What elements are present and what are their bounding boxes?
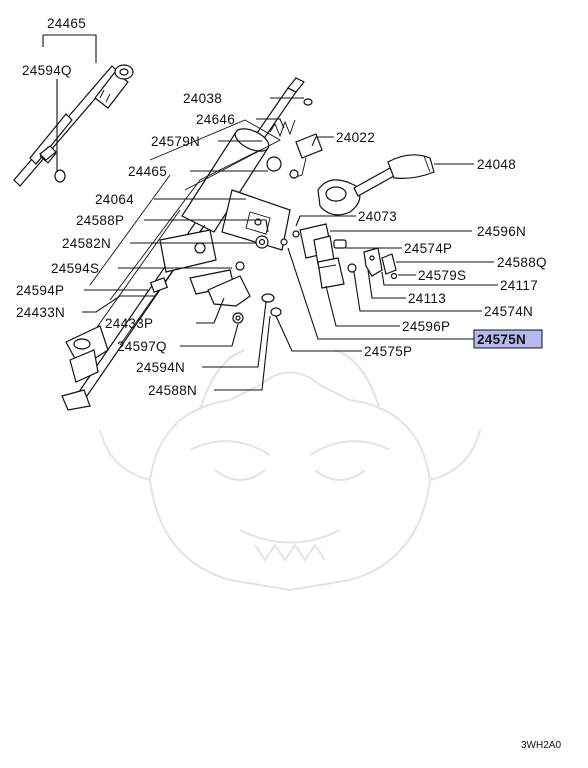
- watermark-logo: [99, 349, 481, 592]
- label-24575P[interactable]: 24575P: [364, 344, 412, 359]
- shift-bracket-assembly-part: [299, 223, 398, 289]
- label-24594N[interactable]: 24594N: [136, 360, 185, 375]
- leader-lines: [82, 97, 498, 391]
- intermediate-shaft-part: [13, 64, 134, 187]
- switch-24022-part: [289, 133, 323, 179]
- label-24646[interactable]: 24646: [196, 112, 235, 127]
- label-24574N[interactable]: 24574N: [484, 304, 533, 319]
- label-24579S[interactable]: 24579S: [418, 268, 466, 283]
- label-24465-mid[interactable]: 24465: [128, 164, 167, 179]
- label-24588P[interactable]: 24588P: [76, 213, 124, 228]
- label-24596P[interactable]: 24596P: [402, 319, 450, 334]
- label-24596N[interactable]: 24596N: [477, 224, 526, 239]
- label-24594P[interactable]: 24594P: [16, 283, 64, 298]
- shift-lever-24048-part: [317, 154, 435, 216]
- label-24117[interactable]: 24117: [500, 278, 538, 293]
- diagram-code: 3WH2A0: [521, 740, 561, 751]
- label-24588Q[interactable]: 24588Q: [497, 255, 547, 270]
- label-24038[interactable]: 24038: [183, 91, 222, 106]
- leader-24465-top: [42, 34, 97, 172]
- label-24574P[interactable]: 24574P: [404, 241, 452, 256]
- label-24594S[interactable]: 24594S: [51, 261, 99, 276]
- label-24465-top[interactable]: 24465: [47, 16, 86, 31]
- label-24064[interactable]: 24064: [95, 192, 134, 207]
- label-24022[interactable]: 24022: [336, 130, 375, 145]
- label-24113[interactable]: 24113: [408, 291, 446, 306]
- label-24582N[interactable]: 24582N: [62, 236, 111, 251]
- label-24433P[interactable]: 24433P: [105, 316, 153, 331]
- label-24048[interactable]: 24048: [477, 157, 516, 172]
- steering-column-part: [61, 77, 313, 411]
- label-24433N[interactable]: 24433N: [16, 305, 65, 320]
- highlighted-part-box: [473, 329, 543, 349]
- label-24073[interactable]: 24073: [358, 209, 397, 224]
- label-24575N[interactable]: 24575N: [477, 332, 526, 347]
- label-24594Q-top[interactable]: 24594Q: [22, 63, 72, 78]
- part-labels: 24465 24594Q 24038 24646 24579N 24022 24…: [16, 16, 547, 398]
- label-24579N[interactable]: 24579N: [151, 134, 200, 149]
- label-24597Q[interactable]: 24597Q: [117, 339, 167, 354]
- label-24588N[interactable]: 24588N: [148, 383, 197, 398]
